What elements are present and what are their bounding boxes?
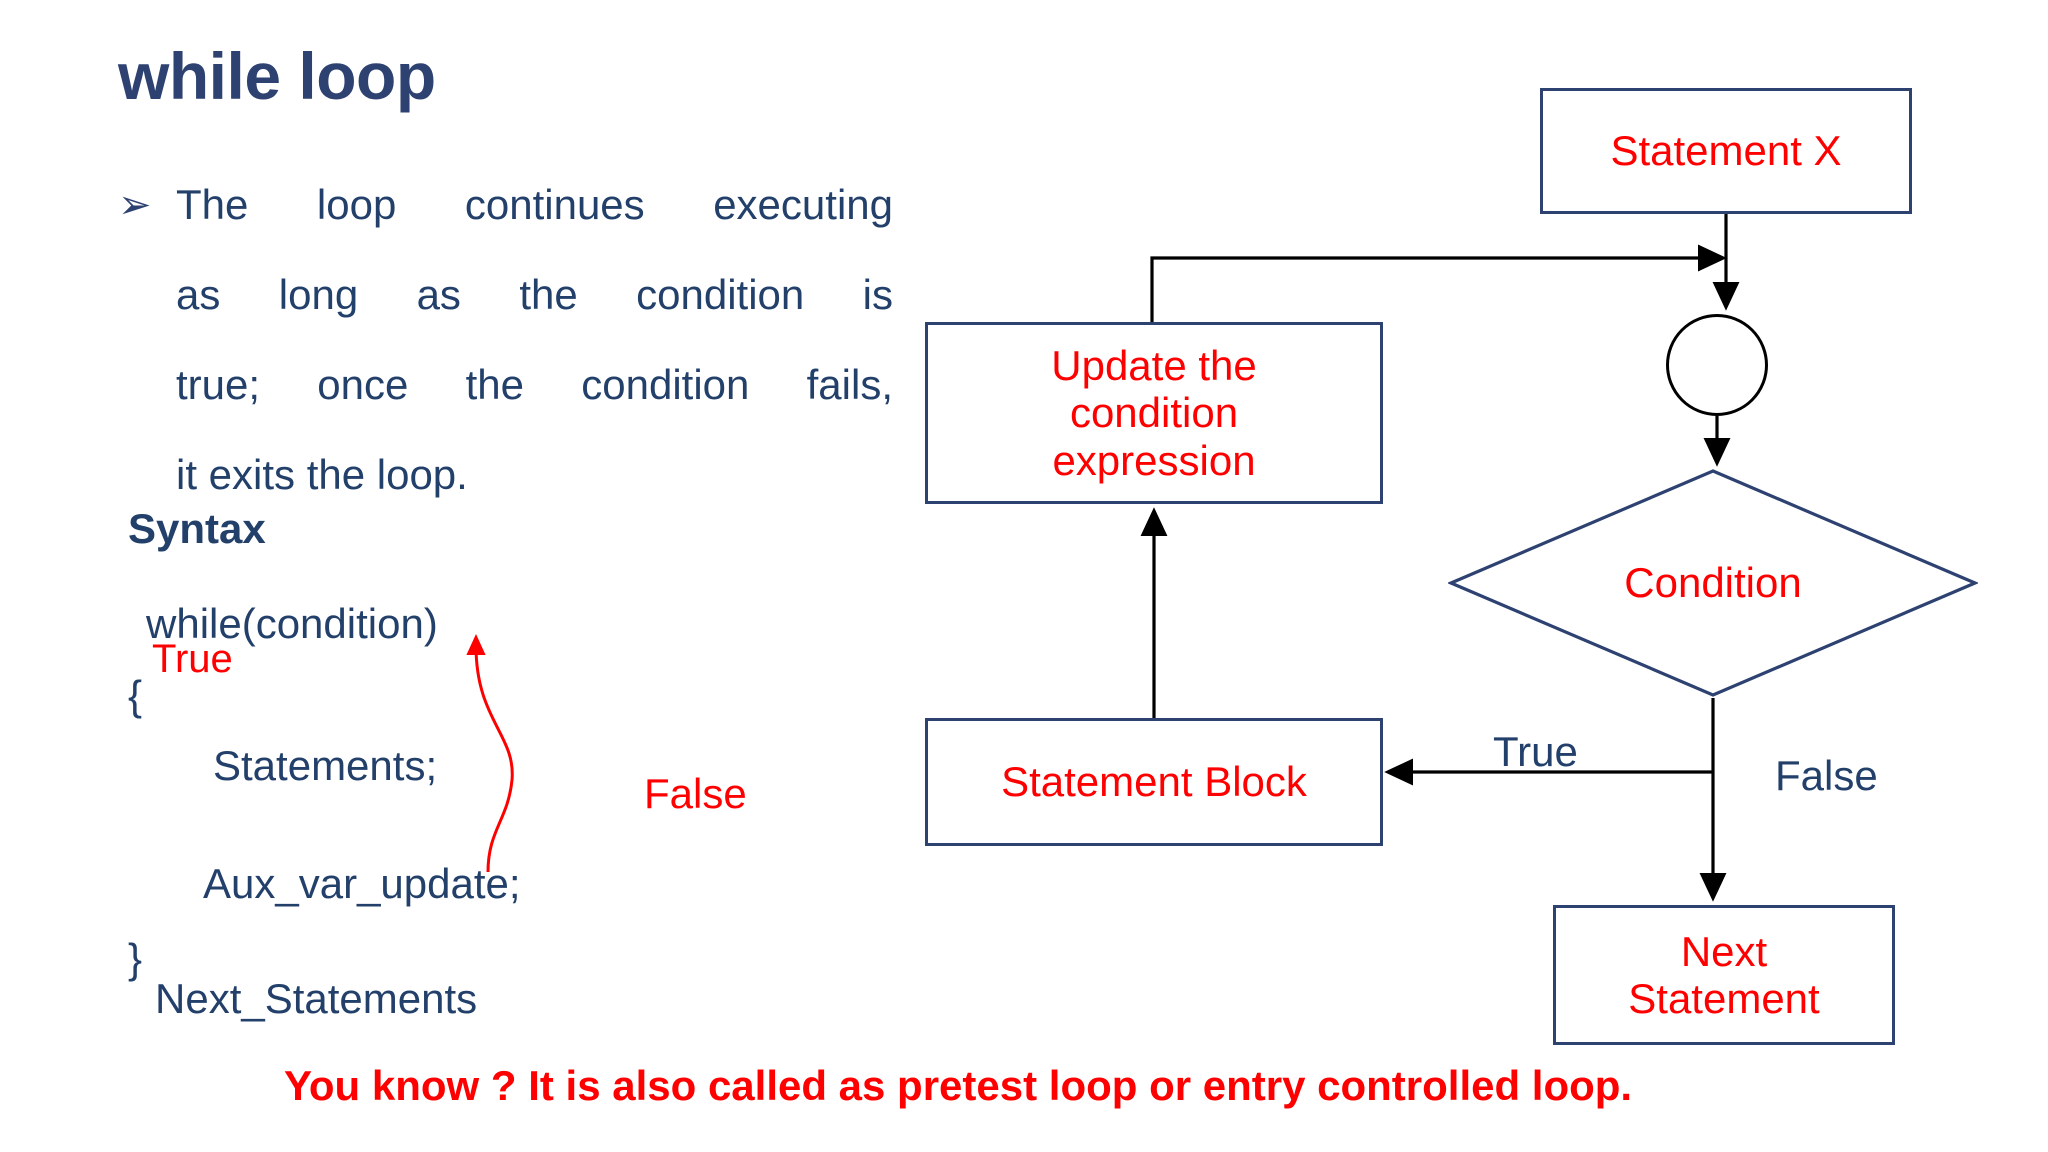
edge-label-true: True — [1493, 728, 1578, 775]
code-line-aux-update: Aux_var_update; — [203, 860, 521, 907]
annotation-true-label: True — [152, 637, 233, 681]
code-line-close-brace: } — [128, 935, 143, 982]
code-line-open-brace: { — [128, 672, 143, 719]
footer-note: You know ? It is also called as pretest … — [284, 1062, 1633, 1109]
page-title: while loop — [118, 39, 436, 113]
flowchart-connector-circle[interactable] — [1666, 314, 1768, 416]
red-curved-arrow-icon — [466, 634, 514, 873]
list-item: ➢ The loop continues executing as long a… — [118, 160, 893, 520]
code-line-statements: Statements; — [213, 742, 438, 789]
flowchart-node-update-condition[interactable]: Update the condition expression — [925, 322, 1383, 504]
flowchart-node-statement-x[interactable]: Statement X — [1540, 88, 1912, 214]
bullet-line: The loop continues executing — [176, 181, 893, 228]
bullet-line: true; once the condition fails, — [176, 361, 893, 408]
annotation-false-label: False — [644, 770, 747, 817]
diamond-shape-icon — [1446, 469, 1980, 697]
code-line-next-statements: Next_Statements — [155, 975, 478, 1022]
flowchart-node-condition[interactable]: Condition — [1446, 468, 1980, 698]
edge-label-false: False — [1775, 752, 1878, 799]
flowchart-node-condition-label: Condition — [1624, 559, 1802, 606]
syntax-heading: Syntax — [128, 505, 266, 552]
flowchart-node-next-statement[interactable]: Next Statement — [1553, 905, 1895, 1045]
arrow-bullet-icon: ➢ — [118, 183, 152, 227]
code-line-while: while(condition) — [146, 600, 438, 647]
bullet-paragraph: The loop continues executing as long as … — [176, 160, 893, 520]
bullet-line: it exits the loop. — [176, 451, 468, 498]
bullet-list: ➢ The loop continues executing as long a… — [118, 160, 893, 520]
flowchart-node-statement-block[interactable]: Statement Block — [925, 718, 1383, 846]
bullet-line: as long as the condition is — [176, 271, 893, 318]
